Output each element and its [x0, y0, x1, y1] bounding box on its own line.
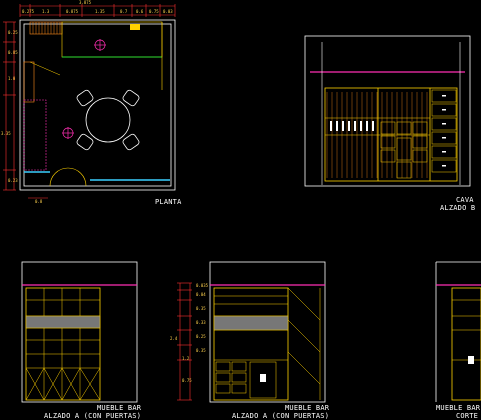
plan-entry-door	[49, 167, 87, 187]
mueble2-dimensions	[177, 282, 192, 401]
mueble1-room-outline	[21, 261, 138, 403]
plan-total-dim: 3.875	[79, 0, 92, 5]
plan-left-dim-3: 1.0	[8, 76, 16, 81]
plan-counter	[61, 21, 163, 58]
ceiling-lamp-2-icon	[62, 127, 74, 139]
plan-dim-3: 0.875	[66, 9, 79, 14]
plan-left-dim-5: 0.23	[8, 178, 18, 183]
mueble1-bottle-diagonals	[25, 367, 101, 401]
plan-bottom-dim: 0.8	[35, 199, 43, 204]
plan-dim-8: 0.03	[163, 9, 173, 14]
mueble2-dim-5: 0.25	[196, 334, 206, 339]
mueble2-dim-4: 0.33	[196, 320, 206, 325]
mueble2-countertop	[213, 315, 289, 331]
plan-left-unit	[23, 99, 47, 171]
cava-title: CAVA	[456, 196, 474, 204]
mueble1-subtitle: ALZADO A (CON PUERTAS)	[44, 412, 141, 420]
cava-elevation: CAVA ALZADO B	[304, 35, 475, 212]
plan-dim-1: 0.275	[22, 9, 35, 14]
mueble2-dim-1: 0.035	[196, 283, 209, 288]
mueble2-title: MUEBLE BAR	[285, 404, 330, 412]
plan-door-swing	[29, 61, 61, 76]
plan-top-dimensions	[19, 4, 176, 17]
cava-room-outline	[304, 35, 471, 187]
mueble3-subtitle: CORTE	[456, 412, 478, 420]
plan-cabinet-hatch	[32, 22, 61, 34]
plan-dim-4: 1.35	[95, 9, 105, 14]
cava-cabinet	[324, 87, 458, 182]
mueble1-grid	[26, 288, 100, 400]
plan-dim-5: 0.7	[120, 9, 128, 14]
corte-cabinet	[451, 287, 481, 401]
plan-left-dim-2: 0.85	[8, 50, 18, 55]
plan-dim-2: 1.3	[42, 9, 50, 14]
mueble2-side-panel	[287, 287, 321, 400]
mueble1-title: MUEBLE BAR	[97, 404, 142, 412]
plan-left-dimensions	[3, 21, 16, 191]
mueble2-handle	[260, 374, 266, 382]
cava-wine-cubbies	[380, 121, 428, 179]
plan-dim-6: 0.6	[136, 9, 144, 14]
mueble1-cabinet	[25, 287, 101, 401]
planta-label: PLANTA	[155, 198, 182, 206]
plan-left-dim-4: 3.35	[1, 131, 11, 136]
mueble2-room-outline	[209, 261, 326, 403]
mueble2-dim-7: 1.2	[182, 356, 190, 361]
mueble2-dim-total: 2.4	[170, 336, 178, 341]
mueble3-title: MUEBLE BAR	[436, 404, 481, 412]
corte-shelves	[452, 299, 481, 361]
mueble2-dim-2: 0.04	[196, 292, 206, 297]
cava-drawer-handles	[442, 95, 446, 167]
cava-bottle-rack	[330, 121, 374, 131]
floor-plan: 3.875 0.275 1.3 0.875 1.35 0.7 0.6 0.75 …	[1, 0, 182, 206]
mueble-bar-section: MUEBLE BAR CORTE	[435, 261, 481, 420]
corte-detail	[468, 356, 474, 364]
mueble2-dim-6: 0.35	[196, 348, 206, 353]
mueble2-dim-3: 0.35	[196, 306, 206, 311]
cava-subtitle: ALZADO B	[440, 204, 475, 212]
mueble2-drawers	[215, 361, 277, 399]
plan-left-cabinet	[23, 61, 35, 103]
mueble2-cabinet	[213, 287, 289, 401]
cava-drawers	[431, 89, 457, 173]
ceiling-lamp-icon	[94, 39, 106, 51]
mueble2-subtitle: ALZADO A (CON PUERTAS)	[232, 412, 329, 420]
mueble-bar-elevation-2: 0.035 0.04 0.35 0.33 0.25 0.35 2.4 1.2 0…	[170, 261, 330, 420]
plan-sink	[130, 24, 140, 30]
plan-dim-7: 0.75	[149, 9, 159, 14]
mueble2-dim-8: 0.75	[182, 378, 192, 383]
mueble1-countertop	[25, 315, 101, 329]
plan-left-dim-1: 0.25	[8, 30, 18, 35]
plan-walls	[19, 19, 176, 191]
dining-table	[76, 89, 140, 151]
mueble-bar-elevation-1: MUEBLE BAR ALZADO A (CON PUERTAS)	[21, 261, 142, 420]
